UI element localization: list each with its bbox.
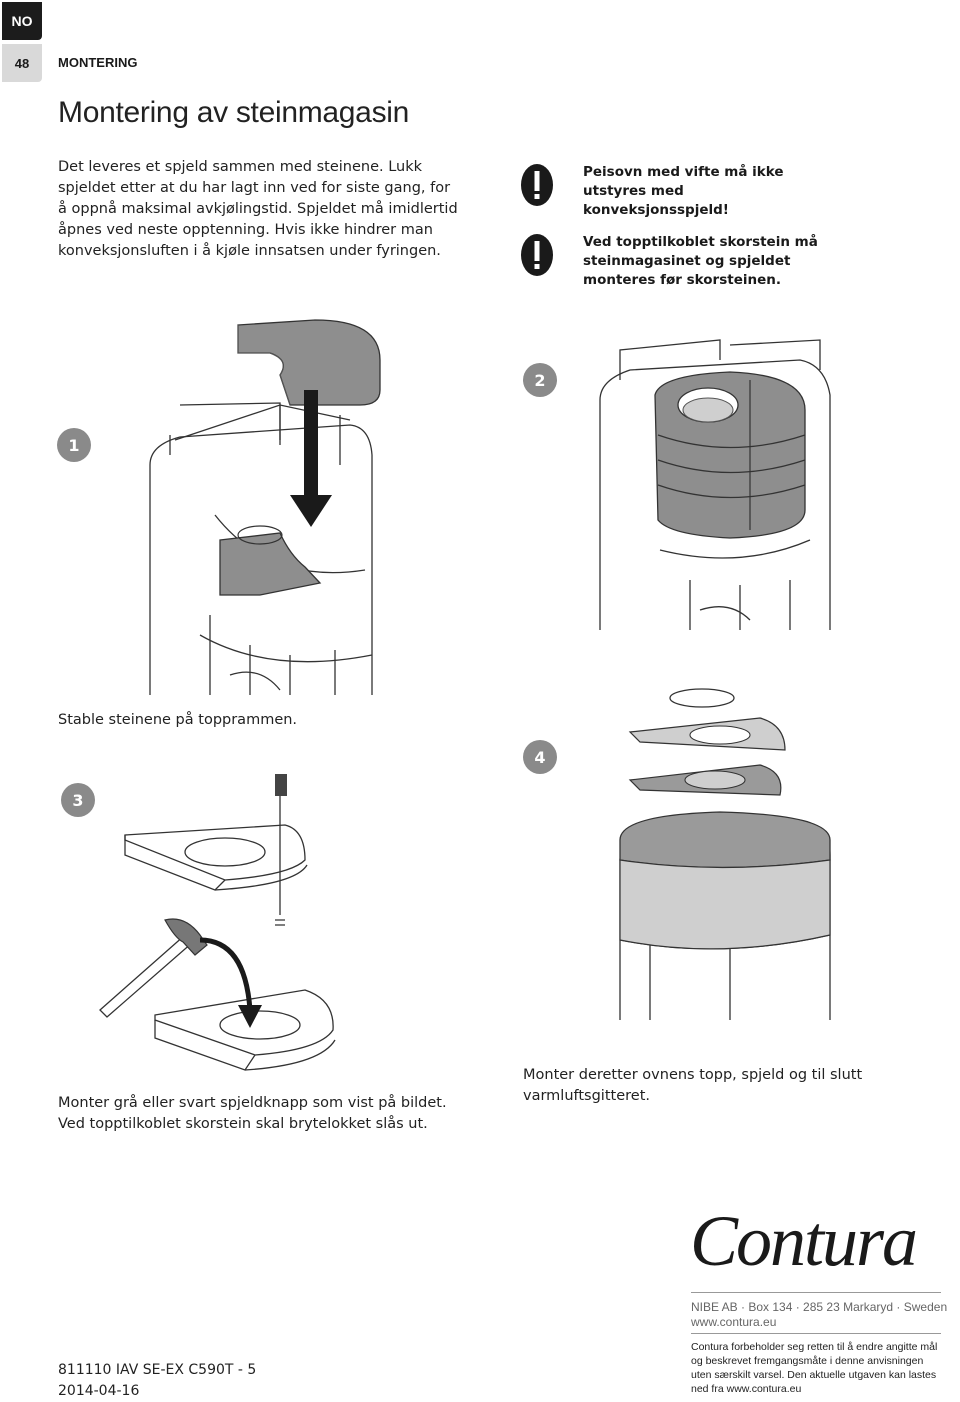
warning-text: Ved topptilkoblet skorstein må steinmaga… [583,234,818,288]
page-title: Montering av steinmagasin [58,96,410,129]
page-number: 48 [2,44,42,82]
illustration-damper-knob-step3 [99,774,336,1071]
illustration-stove-stones-step2 [599,339,831,630]
caption-line: Monter deretter ovnens topp, spjeld og t… [523,1067,863,1083]
website-line: www.contura.eu [691,1315,777,1329]
step-badge-1: 1 [57,428,91,462]
document-date: 2014-04-16 [58,1383,140,1399]
step-badge-3: 3 [61,783,95,817]
caption-line: Monter grå eller svart spjeldknapp som v… [58,1095,447,1111]
caption-step-4: Monter deretter ovnens topp, spjeld og t… [523,1065,862,1107]
contura-logo: Contura [690,1201,918,1281]
illustration-stove-stones-step1 [149,319,381,695]
language-tab: NO [2,2,42,40]
disclaimer-text: Contura forbeholder seg retten til å end… [691,1341,938,1395]
warning-text: Peisovn med vifte må ikke utstyres med k… [583,164,784,218]
footer-divider [691,1292,941,1293]
company-address: NIBE AB · Box 134 · 285 23 Markaryd · Sw… [691,1300,947,1330]
document-number: 811110 IAV SE-EX C590T - 5 [58,1362,257,1378]
section-title: MONTERING [58,55,138,70]
address-line: NIBE AB · Box 134 · 285 23 Markaryd · Sw… [691,1300,948,1314]
document-info: 811110 IAV SE-EX C590T - 5 2014-04-16 [58,1360,256,1402]
step-badge-4: 4 [523,740,557,774]
step-badge-2: 2 [523,363,557,397]
intro-paragraph: Det leveres et spjeld sammen med steinen… [58,159,458,259]
illustration-stove-top-step4 [619,688,831,1020]
exclamation-icon [521,164,553,206]
caption-step-1: Stable steinene på topprammen. [58,712,298,728]
caption-step-3: Monter grå eller svart spjeldknapp som v… [58,1093,447,1135]
footer-divider [691,1333,941,1334]
exclamation-icon [521,234,553,276]
caption-line: varmluftsgitteret. [523,1088,650,1104]
caption-line: Ved topptilkoblet skorstein skal brytelo… [58,1116,428,1132]
